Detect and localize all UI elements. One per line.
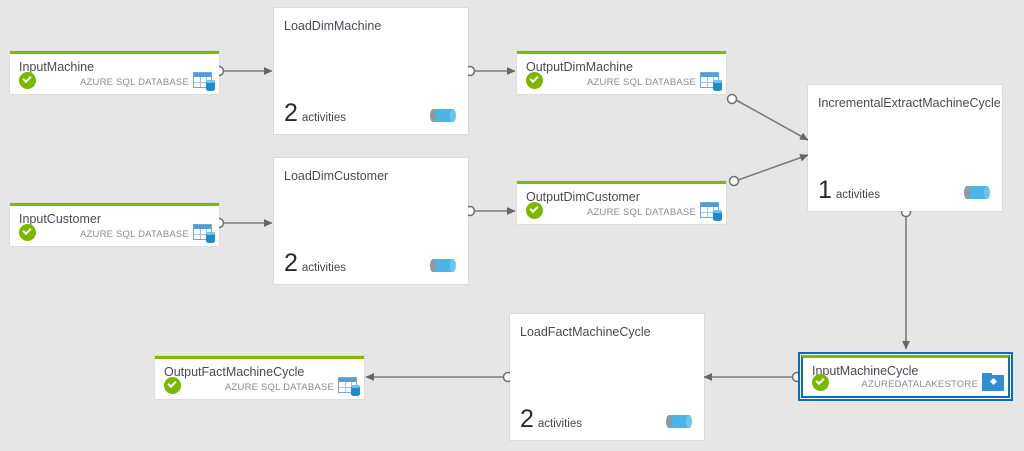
activity-count-number: 2	[284, 99, 298, 127]
activity-count-number: 2	[520, 405, 534, 433]
status-succeeded-icon	[19, 72, 36, 89]
status-succeeded-icon	[19, 224, 36, 241]
pipeline-activity-count: 2 activities	[284, 101, 346, 126]
dataset-node-input-customer[interactable]: InputCustomer AZURE SQL DATABASE	[10, 203, 219, 246]
activity-count-label: activities	[301, 112, 347, 124]
pipeline-node-load-fact-machine-cycle[interactable]: LoadFactMachineCycle 2 activities	[510, 314, 704, 440]
dataset-title: InputCustomer	[19, 212, 101, 226]
dataset-footer: AZUREDATALAKESTORE	[803, 372, 1008, 392]
dataset-type-label: AZURE SQL DATABASE	[79, 229, 189, 240]
dataset-title: OutputFactMachineCycle	[164, 365, 305, 379]
pipeline-activity-count: 1 activities	[818, 178, 880, 203]
edge-output-dim-machine-to-incremental-extract	[735, 99, 809, 141]
dataset-type-label: AZURE SQL DATABASE	[586, 77, 696, 88]
pipeline-title: LoadDimCustomer	[284, 169, 389, 183]
edge-endpoint-dot	[726, 93, 738, 105]
dataset-node-input-machine-cycle[interactable]: InputMachineCycle AZUREDATALAKESTORE	[801, 355, 1010, 398]
dataset-type-label: AZURE SQL DATABASE	[224, 382, 334, 393]
dataset-title: InputMachine	[19, 60, 95, 74]
pipeline-activity-count: 2 activities	[284, 251, 346, 276]
dataset-title: OutputDimMachine	[526, 60, 633, 74]
sql-database-icon	[193, 223, 215, 243]
pipeline-node-load-dim-customer[interactable]: LoadDimCustomer 2 activities	[274, 158, 468, 284]
dataset-node-input-machine[interactable]: InputMachine AZURE SQL DATABASE	[10, 51, 219, 94]
pipeline-icon	[666, 415, 692, 428]
dataset-node-output-fact-machine-cycle[interactable]: OutputFactMachineCycle AZURE SQL DATABAS…	[155, 356, 364, 399]
dataset-type-label: AZURE SQL DATABASE	[586, 207, 696, 218]
pipeline-activity-count: 2 activities	[520, 407, 582, 432]
dataset-node-output-dim-machine[interactable]: OutputDimMachine AZURE SQL DATABASE	[517, 51, 726, 94]
dataset-footer: AZURE SQL DATABASE	[517, 200, 726, 221]
pipeline-title: IncrementalExtractMachineCycle	[818, 96, 1001, 110]
pipeline-node-load-dim-machine[interactable]: LoadDimMachine 2 activities	[274, 8, 468, 134]
pipeline-node-incremental-extract-machine-cycle[interactable]: IncrementalExtractMachineCycle 1 activit…	[808, 85, 1002, 211]
activity-count-label: activities	[835, 189, 881, 201]
pipeline-title: LoadFactMachineCycle	[520, 325, 651, 339]
sql-database-icon	[700, 71, 722, 91]
sql-database-icon	[193, 71, 215, 91]
dataset-footer: AZURE SQL DATABASE	[517, 70, 726, 91]
pipeline-icon	[430, 109, 456, 122]
dataset-title: InputMachineCycle	[812, 364, 919, 378]
dataset-node-output-dim-customer[interactable]: OutputDimCustomer AZURE SQL DATABASE	[517, 181, 726, 224]
dataset-footer: AZURE SQL DATABASE	[10, 70, 219, 91]
dataset-footer: AZURE SQL DATABASE	[10, 222, 219, 243]
activity-count-label: activities	[301, 262, 347, 274]
dataset-title: OutputDimCustomer	[526, 190, 640, 204]
status-succeeded-icon	[812, 374, 829, 391]
pipeline-icon	[964, 186, 990, 199]
activity-count-number: 2	[284, 249, 298, 277]
edge-endpoint-dot	[728, 175, 740, 187]
sql-database-icon	[338, 376, 360, 396]
status-succeeded-icon	[526, 202, 543, 219]
data-lake-store-icon	[982, 373, 1004, 392]
sql-database-icon	[700, 201, 722, 221]
dataset-type-label: AZUREDATALAKESTORE	[861, 379, 978, 390]
pipeline-icon	[430, 259, 456, 272]
dataset-type-label: AZURE SQL DATABASE	[79, 77, 189, 88]
status-succeeded-icon	[526, 72, 543, 89]
edge-output-dim-customer-to-incremental-extract	[737, 154, 809, 181]
activity-count-number: 1	[818, 176, 832, 204]
status-succeeded-icon	[164, 377, 181, 394]
dataset-footer: AZURE SQL DATABASE	[155, 375, 364, 396]
activity-count-label: activities	[537, 418, 583, 430]
pipeline-title: LoadDimMachine	[284, 19, 382, 33]
